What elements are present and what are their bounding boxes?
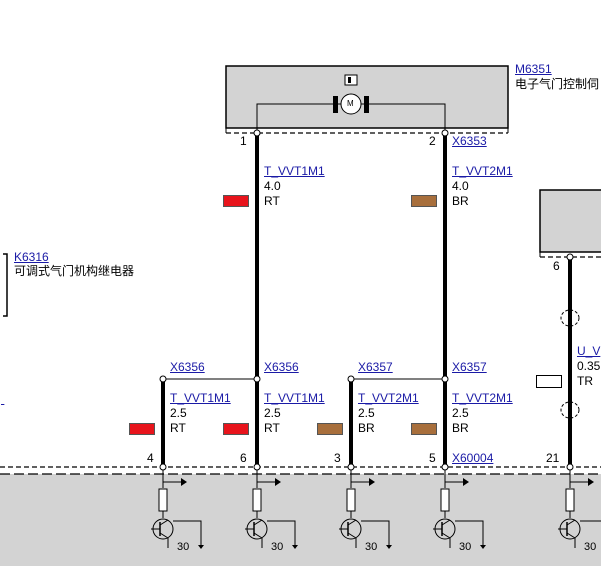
wire-color-code: BR (358, 421, 375, 435)
ground-icon (386, 545, 392, 549)
wire-color-code: RT (170, 421, 186, 435)
resistor-icon (440, 488, 450, 512)
k6316-description: 可调式气门机构继电器 (14, 264, 135, 278)
ground-icon (292, 545, 298, 549)
wire-color-swatch-brown (411, 423, 437, 435)
connector-x6356-left-link[interactable]: X6356 (170, 360, 205, 374)
wire-color-code: BR (452, 194, 469, 208)
arrow-right-icon (588, 478, 594, 486)
bottom-pin-6: 6 (240, 451, 247, 465)
wire-color-swatch-white (536, 375, 562, 388)
wire-name-link[interactable]: U_V (577, 344, 601, 358)
terminal-30-label: 30 (584, 541, 597, 553)
wire-size: 4.0 (264, 179, 281, 193)
connector-x6356-right-link[interactable]: X6356 (264, 360, 299, 374)
wire-name-link[interactable]: T_VVT1M1 (170, 391, 231, 405)
wire-name-link[interactable]: T_VVT1M1 (264, 391, 325, 405)
ground-icon (198, 545, 204, 549)
right-component-box (539, 189, 601, 253)
wire-size: 2.5 (452, 406, 469, 420)
wire-color-swatch-red (129, 423, 155, 435)
arrow-right-icon (275, 478, 281, 486)
wire-color-code: BR (452, 421, 469, 435)
wire-color-swatch-red (223, 195, 249, 207)
arrow-right-icon (369, 478, 375, 486)
arrow-right-icon (181, 478, 187, 486)
connector-x6357-left-link[interactable]: X6357 (358, 360, 393, 374)
connector-x60004-link[interactable]: X60004 (452, 451, 494, 465)
wire-name-link[interactable]: T_VVT2M1 (358, 391, 419, 405)
wire-size: 4.0 (452, 179, 469, 193)
motor-symbol-icon (333, 74, 369, 115)
wire-name-link[interactable]: T_VVT1M1 (264, 164, 325, 178)
bottom-pin-4: 4 (147, 451, 154, 465)
bottom-pin-21: 21 (546, 451, 560, 465)
resistor-icon (158, 488, 168, 512)
wire-size: 2.5 (170, 406, 187, 420)
terminal-30-label: 30 (459, 541, 472, 553)
connector-x6353-link[interactable]: X6353 (452, 134, 487, 148)
resistor-icon (252, 488, 262, 512)
wire-color-code: RT (264, 194, 280, 208)
m6351-pin-2: 2 (429, 134, 436, 148)
m6351-id-link[interactable]: M6351 (515, 62, 552, 76)
wire-color-swatch-red (223, 423, 249, 435)
m6351-pin-1: 1 (240, 134, 247, 148)
wire-size: 2.5 (264, 406, 281, 420)
wire-name-link[interactable]: T_VVT2M1 (452, 164, 513, 178)
bottom-pin-3: 3 (334, 451, 341, 465)
connector-x6357-right-link[interactable]: X6357 (452, 360, 487, 374)
wire-color-swatch-brown (317, 423, 343, 435)
arrow-right-icon (463, 478, 469, 486)
ground-icon (480, 545, 486, 549)
wire-name-link[interactable]: T_VVT2M1 (452, 391, 513, 405)
wire-size: 2.5 (358, 406, 375, 420)
wire-color-code: RT (264, 421, 280, 435)
right-box-pin-6: 6 (553, 259, 560, 273)
terminal-30-label: 30 (365, 541, 378, 553)
bottom-pin-5: 5 (429, 451, 436, 465)
offscreen-link-marker[interactable] (1, 392, 4, 406)
m6351-description: 电子气门控制伺 (515, 77, 600, 91)
terminal-30-label: 30 (271, 541, 284, 553)
motor-glyph: M (347, 99, 354, 108)
wire-size: 0.35 (577, 359, 601, 373)
k6316-id-link[interactable]: K6316 (14, 250, 49, 264)
wire-color-code: TR (577, 374, 593, 388)
resistor-icon (346, 488, 356, 512)
resistor-icon (565, 488, 575, 512)
control-unit-box (0, 474, 601, 566)
terminal-30-label: 30 (177, 541, 190, 553)
wire-color-swatch-brown (411, 195, 437, 207)
